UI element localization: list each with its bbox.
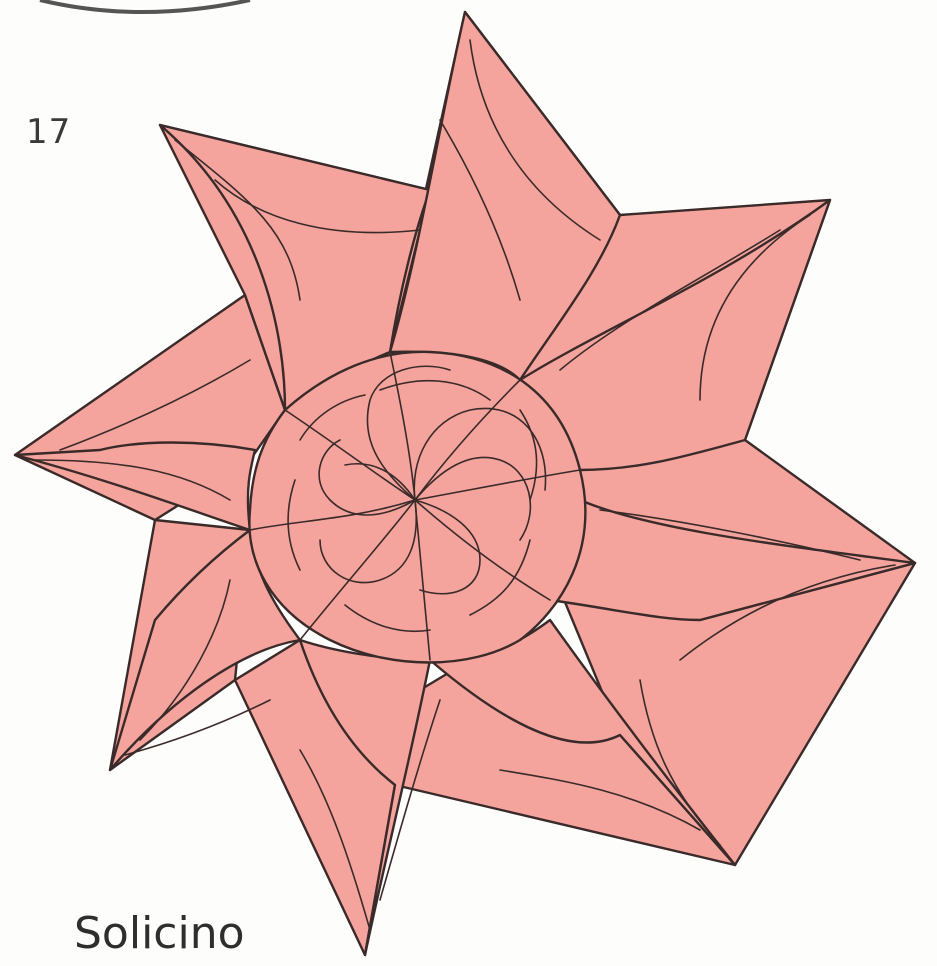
flap-8 <box>15 443 255 531</box>
model-name-caption: Solicino <box>74 908 245 959</box>
center-circle <box>249 352 585 663</box>
